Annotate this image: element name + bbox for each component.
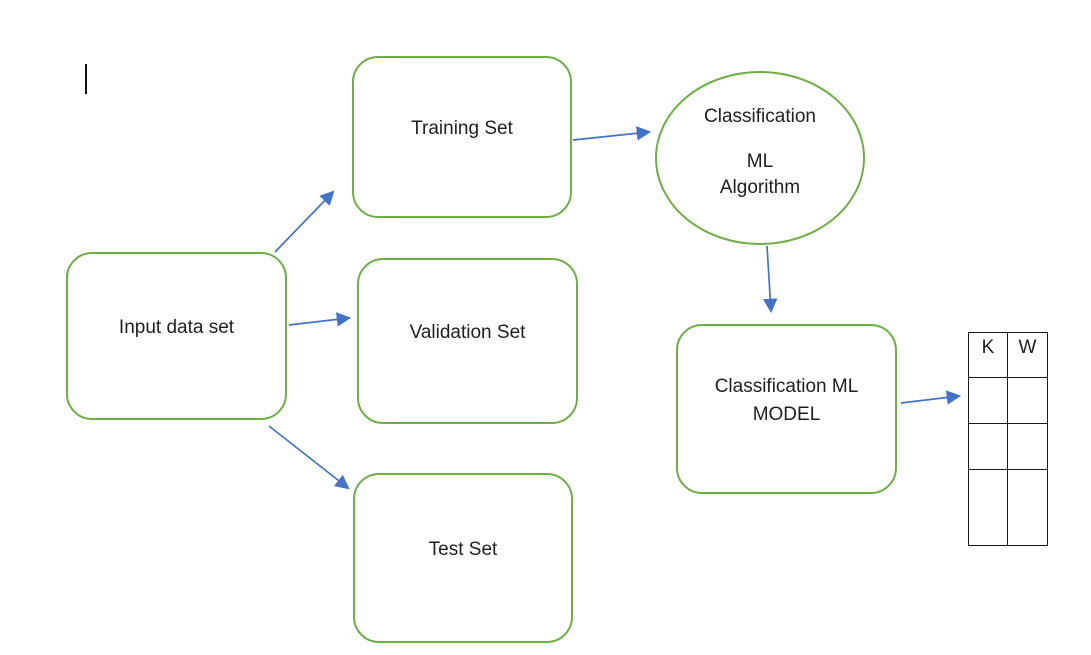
node-input-data-set[interactable]: Input data set <box>66 252 287 420</box>
table-header-row: K W <box>968 332 1048 378</box>
table-cell[interactable] <box>1007 469 1048 546</box>
table-cell[interactable] <box>1007 423 1048 470</box>
node-label: Algorithm <box>719 177 801 199</box>
table-cell[interactable] <box>968 423 1008 470</box>
node-test-set[interactable]: Test Set <box>353 473 573 643</box>
results-table: K W <box>968 332 1048 546</box>
table-row <box>968 377 1048 424</box>
connector-model-to-table[interactable] <box>900 390 962 405</box>
node-training-set[interactable]: Training Set <box>352 56 572 218</box>
connector-training-to-algorithm[interactable] <box>572 126 652 141</box>
node-label: ML <box>746 150 774 172</box>
text-cursor <box>85 64 87 94</box>
node-classification-ml-algorithm[interactable]: Classification ML Algorithm <box>655 71 865 245</box>
table-cell[interactable] <box>968 377 1008 424</box>
table-cell[interactable] <box>1007 377 1048 424</box>
node-label: Input data set <box>118 316 235 338</box>
node-label: Validation Set <box>409 321 526 343</box>
table-cell[interactable] <box>968 469 1008 546</box>
connector-algorithm-to-model[interactable] <box>763 245 778 314</box>
node-label: Classification <box>704 106 816 128</box>
connector-input-to-validation[interactable] <box>288 312 352 327</box>
node-label: Classification ML MODEL <box>714 375 859 426</box>
table-header-cell-k[interactable]: K <box>968 332 1008 378</box>
node-label: Training Set <box>411 117 513 139</box>
table-header-cell-w[interactable]: W <box>1007 332 1048 378</box>
node-classification-ml-model[interactable]: Classification ML MODEL <box>676 324 897 494</box>
node-validation-set[interactable]: Validation Set <box>357 258 578 424</box>
table-row <box>968 423 1048 470</box>
table-row <box>968 469 1048 546</box>
node-label: Test Set <box>428 538 498 560</box>
connector-input-to-test[interactable] <box>268 425 350 490</box>
connector-input-to-training[interactable] <box>274 190 335 253</box>
